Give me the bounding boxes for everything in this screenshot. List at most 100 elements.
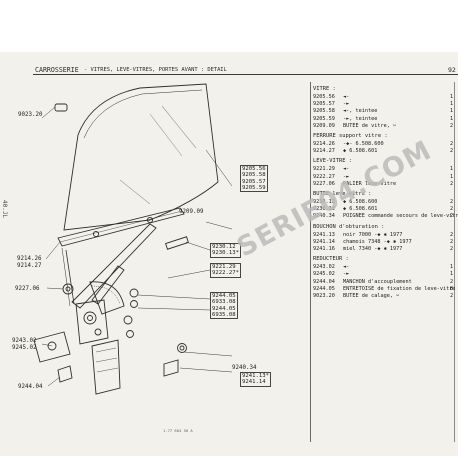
ref-group-bouchon: 9241.13* 9241.14 (240, 372, 271, 387)
motor-block (91, 339, 121, 395)
spacer-2 (130, 300, 138, 308)
part-quantity: 1 (450, 101, 454, 108)
part-quantity: 2 (450, 213, 454, 220)
part-description: chamois 7348 -◆ ✱ 1977 (343, 238, 412, 245)
part-description: ◆ 6.508.601 (343, 148, 378, 155)
part-quantity: 1 (450, 94, 454, 100)
parts-section-heading: BOUCHON d'obturation : (313, 223, 385, 230)
parts-row: 9244.04 MANCHON d'accouplement 2 (313, 279, 458, 287)
ref-9243-02: 9243.02 (12, 338, 37, 344)
part-quantity: 2 (450, 246, 454, 252)
section-subtitle: - VITRES, LEVE-VITRES, PORTES AVANT : DE… (84, 67, 227, 73)
part-code: 9243.02 (313, 264, 335, 271)
ref-9214-26: 9214.26 (17, 256, 42, 262)
part-code: 9209.09 (313, 122, 335, 129)
glass-support-rail (57, 207, 185, 247)
part-quantity: 2 (450, 206, 454, 213)
part-quantity: 1 (450, 173, 454, 180)
side-label: 40.JL (1, 200, 8, 219)
part-code: 9244.05 (313, 285, 335, 292)
part-code: 9241.16 (313, 246, 335, 252)
part-code: 9221.29 (313, 166, 335, 173)
part-code: 9230.13 (313, 206, 335, 213)
column-divider (310, 82, 311, 442)
part-description: -► (343, 101, 350, 108)
ref-group-vitre: 9205.56 9205.58 9205.57 9205.59 (240, 165, 268, 193)
page-number: 92 (448, 66, 456, 74)
part-quantity: 2 (450, 199, 454, 205)
ref-group-leve-vitre: 9221.29 9222.27* (210, 263, 241, 278)
parts-row: 9243.02◄-1 (313, 264, 458, 272)
part-quantity: 8 (450, 285, 454, 292)
coupling-sleeve (57, 365, 73, 383)
part-description: -► (343, 271, 350, 278)
part-quantity: 1 (450, 271, 454, 278)
glass-stop (54, 103, 68, 112)
part-code: 9205.57 (313, 101, 335, 108)
part-quantity: 1 (450, 108, 454, 115)
part-quantity: 2 (450, 293, 454, 299)
part-code: 9230.12 (313, 199, 335, 205)
reducer-body (75, 299, 109, 345)
parts-row: 9241.14 chamois 7348 -◆ ✱ 1977 2 (313, 239, 458, 247)
part-description: ENTRETOISE de fixation de leve-vitre (343, 285, 456, 292)
part-quantity: 2 (450, 122, 454, 129)
parts-row: 9205.56 ◄- 1 (313, 94, 458, 102)
part-code: 9205.58 (313, 108, 335, 115)
part-code: 9245.02 (313, 271, 335, 278)
parts-section-heading: FERRURE support vitre : (313, 133, 388, 139)
part-code: 9205.56 (313, 94, 335, 100)
window-glass (63, 83, 219, 231)
parts-row: 9205.58 ◄-, teintee 1 (313, 108, 458, 116)
parts-section-heading: REDUCTEUR : (313, 256, 349, 263)
ref-group-butee: 9230.12 9230.13* (210, 243, 241, 258)
parts-row: 9221.29◄-1 (313, 166, 458, 174)
part-code: 9241.13 (313, 231, 335, 238)
parts-row: 9241.16 miel 7340 -◆ ✱ 1977 2 (313, 246, 458, 254)
part-quantity: 1 (450, 115, 454, 122)
window-glass-inner (83, 89, 203, 139)
part-quantity: 2 (450, 180, 454, 187)
parts-section-heading: BUTEE leve-vitre : (313, 191, 372, 197)
part-description: BUTEE de calage, ✂ (343, 293, 400, 299)
part-quantity: 2 (450, 238, 454, 245)
exploded-diagram (33, 83, 233, 395)
part-description: ◄- (343, 94, 350, 100)
ref-group-entretoise: 9244.05 6933.08 9244.05 6935.08 (210, 292, 238, 320)
parts-row: 9244.05 ENTRETOISE de fixation de leve-vi… (313, 286, 458, 294)
part-description: ◄- (343, 264, 350, 271)
part-description: miel 7340 -◆ ✱ 1977 (343, 246, 403, 252)
part-description: MANCHON d'accouplement (343, 278, 412, 285)
blanking-plug (177, 343, 187, 353)
part-description: -◆- 6.508.600 (343, 141, 384, 147)
spacer-1 (129, 288, 139, 298)
parts-section-heading: VITRE : (313, 86, 336, 92)
part-code: 9205.59 (313, 115, 335, 122)
parts-row: 9222.27 -► 1 (313, 174, 458, 182)
reducer-bracket (33, 331, 71, 363)
right-border (454, 82, 455, 442)
regulator-arm (71, 223, 157, 309)
part-description: ◆ 6.508.601 (343, 206, 378, 213)
part-code: 9241.14 (313, 238, 335, 245)
part-code: 9222.27 (313, 173, 335, 180)
part-description: -► (343, 173, 350, 180)
spacer-3 (123, 315, 133, 325)
parts-row: 9205.57 -► 1 (313, 101, 458, 109)
emergency-handle (163, 359, 179, 377)
part-quantity: 2 (450, 231, 454, 238)
part-description: PALIER leve-vitre (343, 180, 397, 187)
part-description: ◄- (343, 166, 350, 173)
ref-9245-02: 9245.02 (12, 345, 37, 351)
part-code: 9244.04 (313, 278, 335, 285)
part-code: 9214.27 (313, 148, 335, 155)
part-description: ◄-, teintee (343, 108, 378, 115)
part-quantity: 2 (450, 278, 454, 285)
